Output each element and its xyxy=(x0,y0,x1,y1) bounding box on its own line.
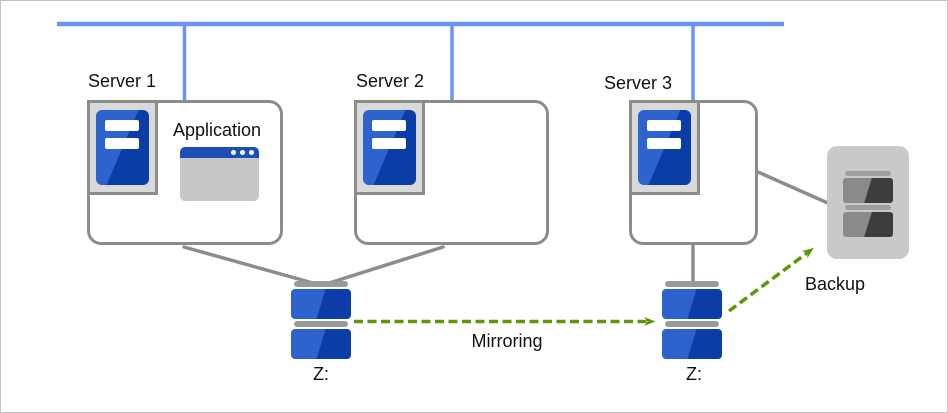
tower-bay xyxy=(372,138,406,149)
backup-disk-stack xyxy=(843,171,893,237)
disk-platter xyxy=(291,289,351,319)
application-window-icon xyxy=(180,147,259,201)
application-label: Application xyxy=(172,120,262,140)
disk-platter xyxy=(291,329,351,359)
window-dot-icon xyxy=(231,150,236,155)
disk-cap xyxy=(294,321,348,327)
connector-server3-backup xyxy=(756,170,832,206)
backup-device-icon xyxy=(827,146,909,259)
disk-cap xyxy=(845,171,891,176)
disk-cap xyxy=(665,281,719,287)
tower-body xyxy=(638,110,691,185)
server2-label: Server 2 xyxy=(355,71,425,91)
disk-platter xyxy=(662,289,722,319)
disk-cap xyxy=(665,321,719,327)
window-titlebar xyxy=(180,147,259,158)
disk-platter xyxy=(843,212,893,237)
tower-body xyxy=(96,110,149,185)
disk-platter xyxy=(662,329,722,359)
volume1-label: Z: xyxy=(313,364,329,384)
server1-label: Server 1 xyxy=(87,71,157,91)
server2-tower-icon xyxy=(354,100,425,195)
tower-bay xyxy=(105,138,139,149)
disk-cap xyxy=(845,205,891,210)
backup-arrow xyxy=(727,247,814,313)
window-dot-icon xyxy=(240,150,245,155)
tower-bay xyxy=(647,120,681,131)
volume2-disk-icon xyxy=(662,281,722,359)
connector-server1-volume1 xyxy=(182,245,322,287)
window-dot-icon xyxy=(249,150,254,155)
volume1-disk-icon xyxy=(291,281,351,359)
server3-tower-icon xyxy=(629,100,700,195)
disk-platter xyxy=(843,178,893,203)
tower-body xyxy=(363,110,416,185)
server3-label: Server 3 xyxy=(603,73,673,93)
mirroring-label: Mirroring xyxy=(471,331,543,351)
tower-bay xyxy=(372,120,406,131)
tower-bay xyxy=(647,138,681,149)
connector-server2-volume1 xyxy=(321,245,445,287)
disk-cap xyxy=(294,281,348,287)
tower-bay xyxy=(105,120,139,131)
volume2-label: Z: xyxy=(686,364,702,384)
server1-tower-icon xyxy=(87,100,158,195)
backup-label: Backup xyxy=(804,274,866,294)
